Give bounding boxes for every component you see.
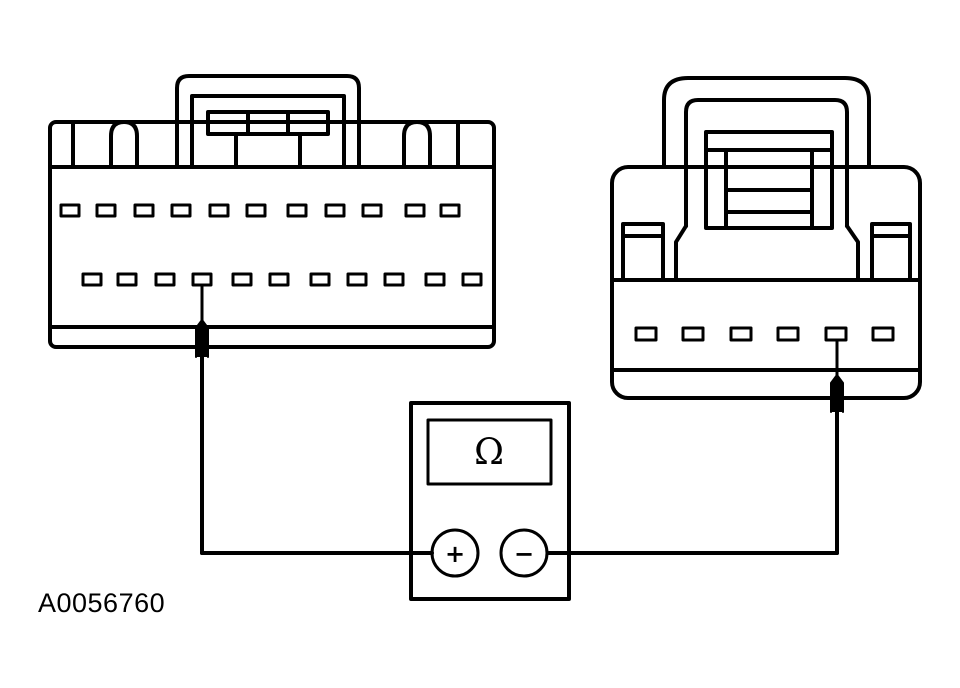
right-terminal-row bbox=[634, 326, 895, 342]
negative-terminal-label: − bbox=[514, 540, 534, 568]
negative-terminal bbox=[499, 528, 549, 578]
left-connector bbox=[48, 74, 496, 349]
figure-id: A0056760 bbox=[38, 588, 166, 618]
right-connector bbox=[610, 76, 922, 400]
ohmmeter bbox=[409, 401, 571, 601]
positive-test-lead bbox=[195, 283, 434, 555]
positive-terminal bbox=[430, 528, 480, 578]
negative-test-lead bbox=[547, 338, 844, 555]
meter-display-symbol: Ω bbox=[474, 432, 504, 473]
positive-terminal-label: + bbox=[445, 540, 465, 568]
left-upper-terminal-row bbox=[59, 203, 461, 218]
left-lower-terminal-row bbox=[81, 272, 483, 287]
